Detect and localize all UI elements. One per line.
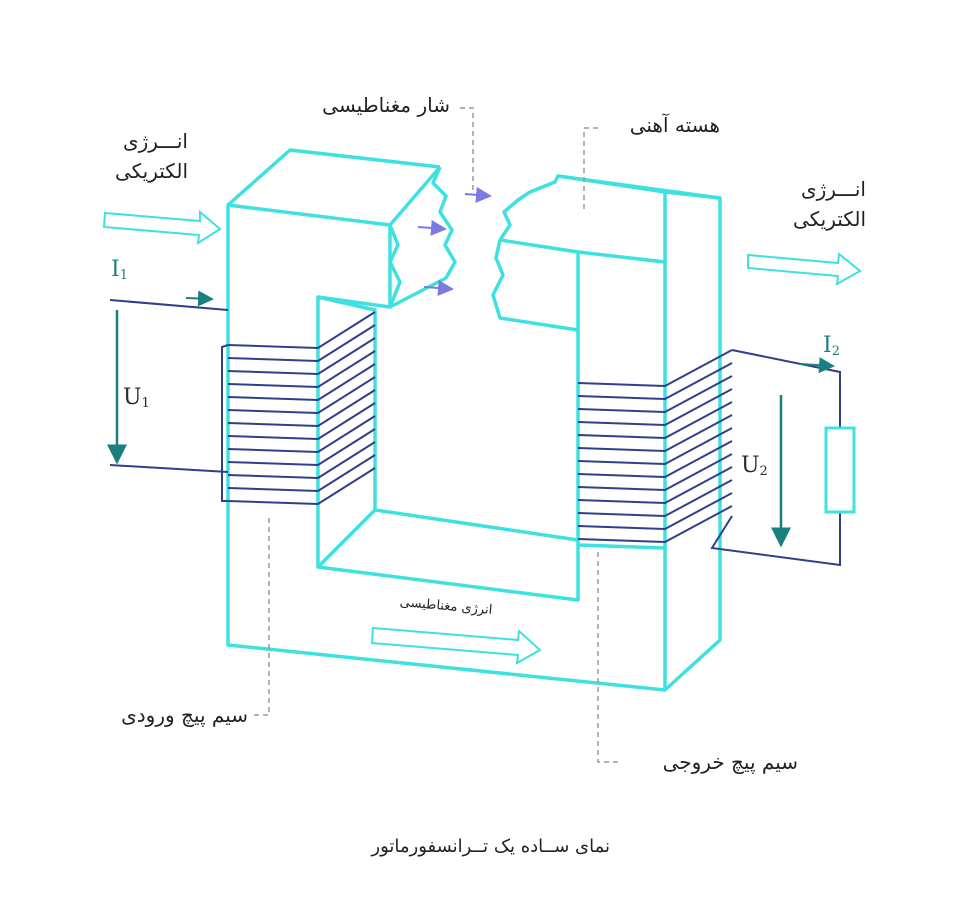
leader-lines (250, 107, 622, 763)
input-winding-label: سیم پیچ ورودی (121, 703, 248, 728)
output-winding-coil (577, 349, 841, 567)
iron-core-label: هسته آهنی (630, 112, 720, 137)
output-energy-arrow (747, 252, 862, 286)
diagram-caption: نمای ســاده یک تــرانسفورماتور (370, 836, 610, 857)
i2-symbol: I2 (823, 333, 840, 359)
output-winding-label: سیم پیچ خروجی (663, 750, 798, 775)
output-energy-label-line2: الکتریکی (793, 207, 866, 231)
i2-arrow (799, 357, 835, 374)
input-energy-label-line1: انـــرژی (123, 129, 188, 153)
flux-arrows (417, 186, 492, 296)
magnetic-energy-label: انرژی مغناطیسی (399, 595, 493, 618)
u1-symbol: U1 (123, 385, 150, 411)
input-winding-coil (109, 299, 376, 506)
input-energy-arrow (102, 209, 222, 245)
i1-arrow (185, 290, 214, 307)
iron-core (226, 148, 722, 692)
load-resistor (824, 426, 856, 514)
u2-symbol: U2 (741, 453, 768, 479)
magnetic-flux-label: شار مغناطیسی (322, 93, 450, 117)
i1-symbol: I1 (111, 257, 128, 283)
output-energy-label-line1: انـــرژی (801, 177, 866, 201)
magnetic-energy-arrow (370, 626, 542, 665)
input-energy-label-line2: الکتریکی (115, 159, 188, 183)
